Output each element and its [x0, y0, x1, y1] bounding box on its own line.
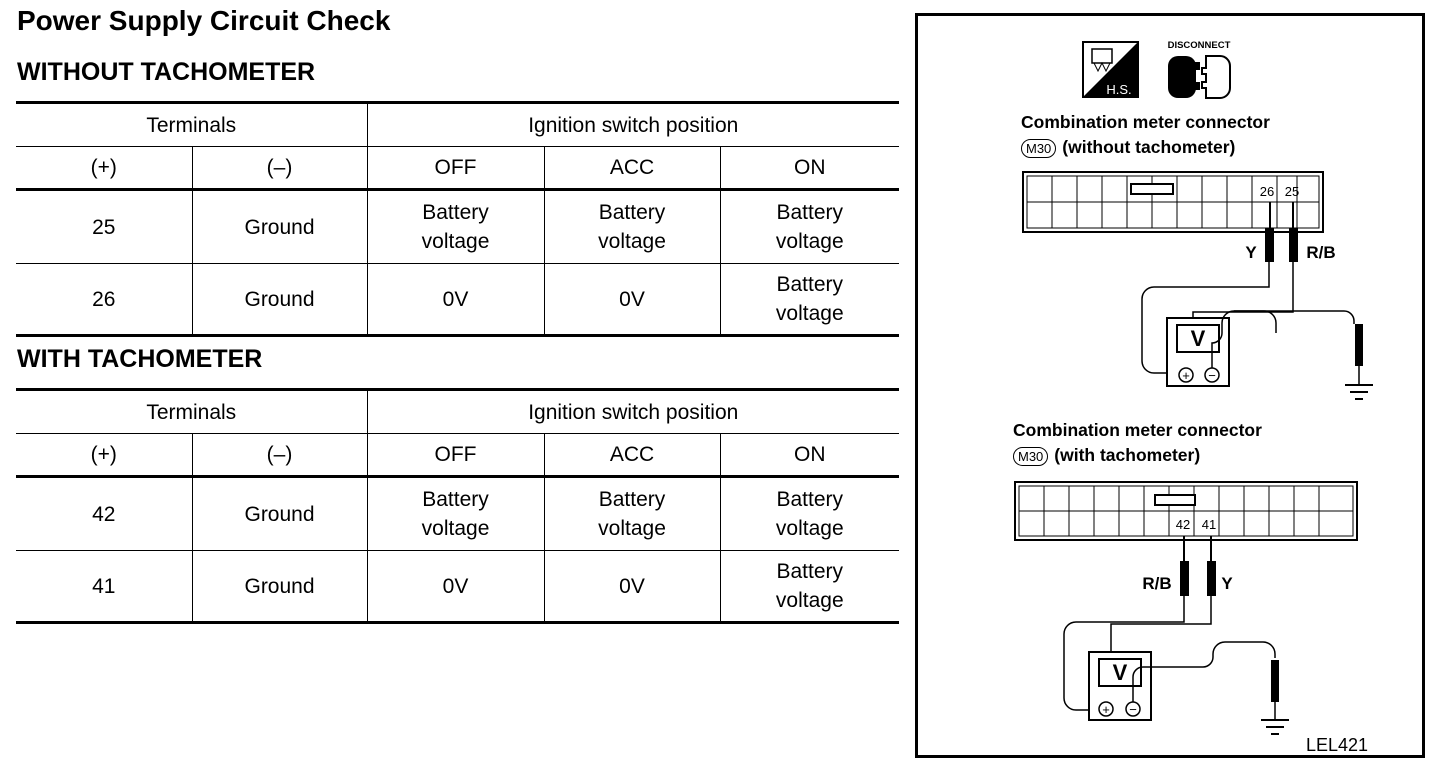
disconnect-icon: DISCONNECT — [1168, 40, 1231, 99]
probe-rb-2 — [1180, 561, 1189, 596]
pin-41-label: 41 — [1202, 517, 1216, 532]
pin-25-label: 25 — [1285, 184, 1299, 199]
cell-acc: 0V — [543, 550, 721, 624]
column-header: (–) — [191, 433, 368, 478]
cell-off: 0V — [366, 263, 545, 337]
page-title: Power Supply Circuit Check — [17, 5, 391, 36]
cell-plus: 26 — [16, 263, 192, 337]
probe-y — [1265, 228, 1274, 262]
wiring-diagram-svg: H.S. DISCONNECT 26 25 — [1014, 40, 1373, 735]
ground-probe — [1355, 324, 1363, 366]
ignition-header: Ignition switch position — [366, 101, 900, 147]
connector-note-2: M30(with tachometer) — [1013, 445, 1200, 466]
column-header: (+) — [16, 146, 192, 191]
wire-y-label: Y — [1245, 243, 1257, 262]
terminals-header: Terminals — [16, 101, 368, 147]
ignition-header: Ignition switch position — [366, 388, 900, 434]
hs-icon: H.S. — [1082, 41, 1139, 98]
voltmeter-icon-2: V + − — [1088, 651, 1152, 721]
pin-42-label: 42 — [1176, 517, 1190, 532]
svg-text:V: V — [1191, 326, 1206, 351]
column-header: (–) — [191, 146, 368, 191]
cell-minus: Ground — [191, 476, 368, 551]
connector-caption-2: Combination meter connector — [1013, 420, 1262, 440]
m30-badge: M30 — [1021, 139, 1057, 158]
table-column-header-row: (+) (–) OFF ACC ON — [16, 146, 900, 191]
svg-text:−: − — [1208, 368, 1216, 383]
spec-table-without-tach: Terminals Ignition switch position (+) (… — [16, 101, 900, 337]
wire-rb-label: R/B — [1306, 243, 1335, 262]
wire-rb-label-2: R/B — [1142, 574, 1171, 593]
voltmeter-icon: V + − — [1166, 317, 1230, 387]
svg-text:+: + — [1182, 368, 1190, 383]
cell-plus: 42 — [16, 476, 192, 551]
ground-icon — [1345, 384, 1373, 400]
spec-table-with-tach: Terminals Ignition switch position (+) (… — [16, 388, 900, 624]
terminals-header: Terminals — [16, 388, 368, 434]
cell-acc: 0V — [543, 263, 721, 337]
cell-off: 0V — [366, 550, 545, 624]
column-header: ON — [719, 433, 900, 478]
wire-y-label-2: Y — [1221, 574, 1233, 593]
figure-code: LEL421 — [1306, 735, 1369, 755]
svg-text:+: + — [1102, 702, 1110, 717]
probe-rb — [1289, 228, 1298, 262]
table-group-header-row: Terminals Ignition switch position — [16, 101, 900, 147]
column-header: (+) — [16, 433, 192, 478]
cell-plus: 25 — [16, 189, 192, 264]
svg-text:V: V — [1113, 660, 1128, 685]
cell-minus: Ground — [191, 263, 368, 337]
m30-badge: M30 — [1013, 447, 1049, 466]
table-column-header-row: (+) (–) OFF ACC ON — [16, 433, 900, 478]
connector-note-1: M30(without tachometer) — [1021, 137, 1235, 158]
pin-26-label: 26 — [1260, 184, 1274, 199]
connector-without-tach: 26 25 — [1022, 171, 1324, 233]
probe-y-2 — [1207, 561, 1216, 596]
svg-text:H.S.: H.S. — [1106, 82, 1131, 97]
cell-minus: Ground — [191, 550, 368, 624]
column-header: ON — [719, 146, 900, 191]
table-group-header-row: Terminals Ignition switch position — [16, 388, 900, 434]
connector-with-tach: 42 41 — [1014, 481, 1358, 541]
column-header: ACC — [543, 146, 721, 191]
section-heading-with-tach: WITH TACHOMETER — [17, 345, 263, 373]
section-heading-without-tach: WITHOUT TACHOMETER — [17, 58, 316, 86]
cell-minus: Ground — [191, 189, 368, 264]
column-header: OFF — [366, 433, 545, 478]
column-header: OFF — [366, 146, 545, 191]
ground-probe-2 — [1271, 660, 1279, 702]
svg-text:−: − — [1129, 702, 1137, 717]
column-header: ACC — [543, 433, 721, 478]
svg-text:DISCONNECT: DISCONNECT — [1168, 40, 1231, 51]
wiring-diagram-figure: H.S. DISCONNECT 26 25 — [915, 13, 1425, 758]
cell-plus: 41 — [16, 550, 192, 624]
connector-caption-1: Combination meter connector — [1021, 112, 1270, 132]
ground-icon-2 — [1261, 719, 1289, 735]
